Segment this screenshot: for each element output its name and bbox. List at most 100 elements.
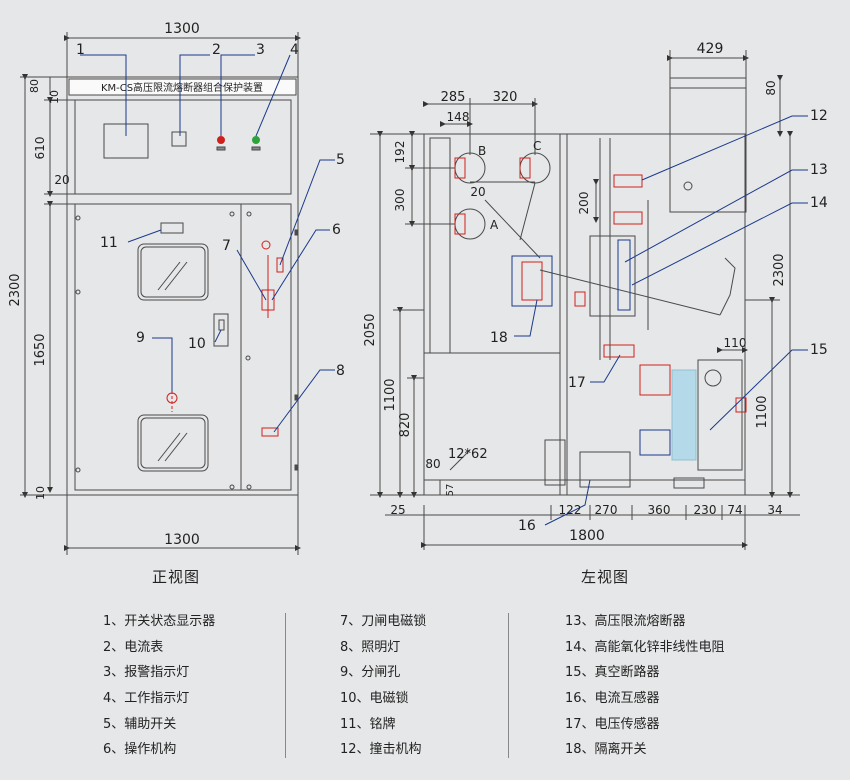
phase-b: B	[478, 144, 486, 158]
dim-label-285: 285	[441, 90, 466, 105]
door-handle-inner	[218, 319, 225, 331]
upper-insulator-2	[613, 211, 643, 225]
side-cabinet-outline	[423, 133, 746, 496]
dim-label-200: 200	[577, 192, 591, 215]
legend-item: 11、铭牌	[340, 716, 396, 732]
dim-label-20: 20	[470, 185, 485, 199]
edge-mark-1	[294, 229, 299, 236]
breaker-lower-blue	[639, 429, 671, 456]
disconnector-frame	[511, 255, 553, 307]
leader-17	[590, 354, 621, 383]
callout-3: 3	[256, 42, 265, 58]
callout-15: 15	[810, 342, 828, 358]
leader-10	[214, 329, 222, 343]
mechanism-box	[261, 289, 275, 311]
callout-18: 18	[490, 330, 508, 346]
dim-label-122: 122	[559, 503, 582, 517]
dim-label-bottom-width: 1300	[164, 532, 200, 548]
callout-5: 5	[336, 152, 345, 168]
callout-6: 6	[332, 222, 341, 238]
upper-window-inner	[140, 246, 206, 298]
dim-label-34: 34	[767, 503, 782, 517]
leader-6	[271, 229, 330, 301]
dim-label-230: 230	[694, 503, 717, 517]
legend-column-2: 7、刀闸电磁锁 8、照明灯 9、分闸孔 10、电磁锁 11、铭牌 12、撞击机构	[340, 612, 426, 766]
breaker-frame	[697, 359, 743, 471]
leader-2	[179, 54, 210, 136]
edge-mark-2	[294, 394, 299, 401]
dim-label-80-hole: 80	[425, 457, 440, 471]
small-nameplate	[160, 222, 184, 234]
dim-label-57: 57	[445, 484, 456, 497]
breaker-cyan-body	[671, 369, 697, 461]
dim-label-320: 320	[493, 90, 518, 105]
leader-14	[631, 202, 808, 286]
leader-8	[273, 369, 335, 433]
breaker-wheel	[704, 369, 722, 387]
dim-label-top-10: 10	[48, 90, 61, 104]
hinge-1	[75, 289, 81, 295]
fuse-body	[617, 239, 631, 311]
dim-label-1650: 1650	[33, 333, 48, 366]
dim-label-2300-right: 2300	[772, 253, 787, 286]
legend-item: 5、辅助开关	[103, 716, 177, 732]
callout-7: 7	[222, 238, 231, 254]
disconnector-red	[521, 261, 543, 301]
left-view-caption: 左视图	[581, 568, 630, 586]
dim-label-2050: 2050	[363, 313, 378, 346]
callout-8: 8	[336, 363, 345, 379]
lower-window-hatch-1	[157, 432, 181, 462]
dim-label-110: 110	[724, 336, 747, 350]
callout-10: 10	[188, 336, 206, 352]
callout-11: 11	[100, 235, 118, 251]
alarm-lamp	[217, 136, 225, 144]
dim-label-top-width: 1300	[164, 21, 200, 37]
aux-switch	[261, 240, 271, 250]
callout-4: 4	[290, 42, 299, 58]
dim-label-80: 80	[28, 79, 41, 93]
drawing-canvas: 1300 1300 KM-CS高压限流熔断器组合保护装置 80 10 610 2…	[8, 21, 828, 555]
dim-label-360: 360	[648, 503, 671, 517]
striker-mechanism	[719, 257, 736, 316]
leader-15	[709, 349, 808, 431]
dim-label-74: 74	[727, 503, 742, 517]
legend-separator-2	[508, 613, 509, 758]
lower-window	[137, 414, 209, 472]
leader-7	[236, 249, 267, 301]
top-box-hole	[683, 181, 693, 191]
legend-item: 16、电流互感器	[565, 691, 660, 707]
lighting-lamp	[261, 427, 279, 437]
lower-window-hatch-2	[164, 432, 188, 462]
work-lamp	[252, 136, 260, 144]
phase-c: C	[533, 139, 541, 153]
leader-4	[255, 54, 291, 137]
work-lamp-base	[251, 146, 261, 151]
voltage-sensor	[603, 344, 635, 358]
legend-item: 9、分闸孔	[340, 665, 401, 681]
current-transformer	[579, 451, 631, 488]
leader-1	[80, 54, 127, 136]
upper-insulator-1	[613, 174, 643, 188]
legend-item: 13、高压限流熔断器	[565, 614, 686, 629]
callout-2: 2	[212, 42, 221, 58]
dim-label-192: 192	[393, 141, 407, 164]
leader-16	[544, 479, 591, 526]
side-left-column	[429, 137, 451, 354]
dim-label-hole: 12*62	[448, 447, 488, 462]
front-view-caption: 正视图	[152, 568, 201, 586]
breaker-upper-red	[639, 364, 671, 396]
front-upper-panel	[74, 99, 292, 195]
dim-label-1100-right: 1100	[755, 395, 770, 428]
legend-item: 17、电压传感器	[565, 716, 660, 732]
legend-item: 3、报警指示灯	[103, 665, 190, 681]
callout-13: 13	[810, 162, 828, 178]
bus-c-red	[519, 157, 531, 179]
legend-item: 8、照明灯	[340, 639, 401, 655]
legend-separator-1	[285, 613, 286, 758]
right-door-dot	[245, 355, 251, 361]
leader-3	[220, 54, 255, 136]
leader-9	[152, 337, 173, 392]
callout-1: 1	[76, 42, 85, 58]
dim-label-820: 820	[398, 413, 413, 438]
upper-window-hatch-1	[157, 261, 181, 291]
